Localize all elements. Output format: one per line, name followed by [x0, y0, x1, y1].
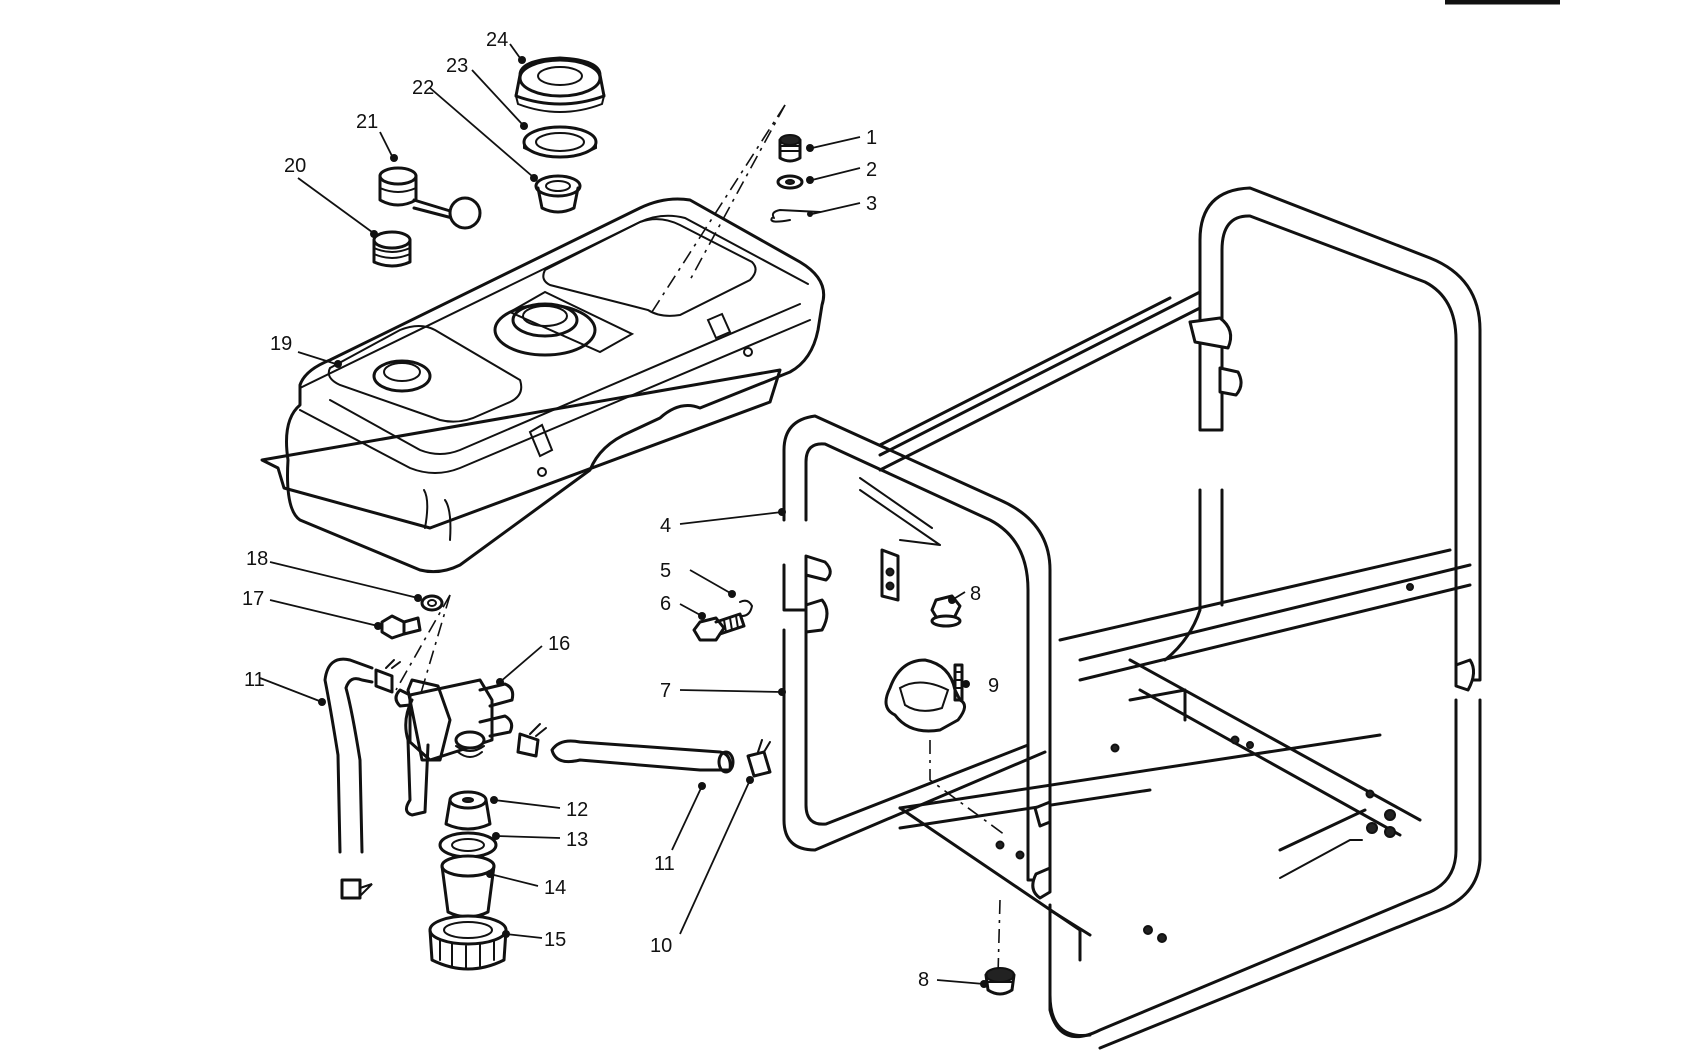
callout-labels: 1 2 3 4 5 6 7 8 8 9 10 11 11 12 13 14 15…	[242, 29, 999, 991]
leader-lines	[259, 43, 988, 988]
callout-22: 22	[412, 77, 434, 99]
callout-10: 10	[650, 935, 672, 957]
callout-21: 21	[356, 111, 378, 133]
callout-23: 23	[446, 55, 468, 77]
callout-13: 13	[566, 829, 588, 851]
callout-19: 19	[270, 333, 292, 355]
alignment-lines	[395, 104, 1006, 976]
filler-cap-parts	[514, 56, 606, 214]
callout-5: 5	[660, 560, 671, 582]
mount-hardware-1-3	[770, 134, 821, 223]
callout-17: 17	[242, 588, 264, 610]
callout-8-bottom: 8	[918, 969, 929, 991]
callout-6: 6	[660, 593, 671, 615]
callout-18: 18	[246, 548, 268, 570]
callout-3: 3	[866, 193, 877, 215]
callout-24: 24	[486, 29, 508, 51]
callout-11-left: 11	[244, 669, 265, 691]
generator-frame	[782, 186, 1482, 1050]
fuel-tank	[260, 197, 826, 574]
sediment-bowl-parts	[428, 790, 508, 971]
fuel-gauge-parts	[372, 166, 482, 268]
bracket-and-nuts	[884, 594, 1016, 996]
callout-7: 7	[660, 680, 671, 702]
callout-4: 4	[660, 515, 671, 537]
callout-15: 15	[544, 929, 566, 951]
fuel-valve-assembly	[323, 594, 772, 900]
callout-16: 16	[548, 633, 570, 655]
callout-11-right: 11	[654, 853, 675, 875]
callout-12: 12	[566, 799, 588, 821]
callout-9: 9	[988, 675, 999, 697]
callout-14: 14	[544, 877, 566, 899]
callout-8-top: 8	[970, 583, 981, 605]
callout-2: 2	[866, 159, 877, 181]
callout-1: 1	[866, 127, 877, 149]
callout-20: 20	[284, 155, 306, 177]
bolt-and-washer-5-6	[692, 599, 754, 642]
